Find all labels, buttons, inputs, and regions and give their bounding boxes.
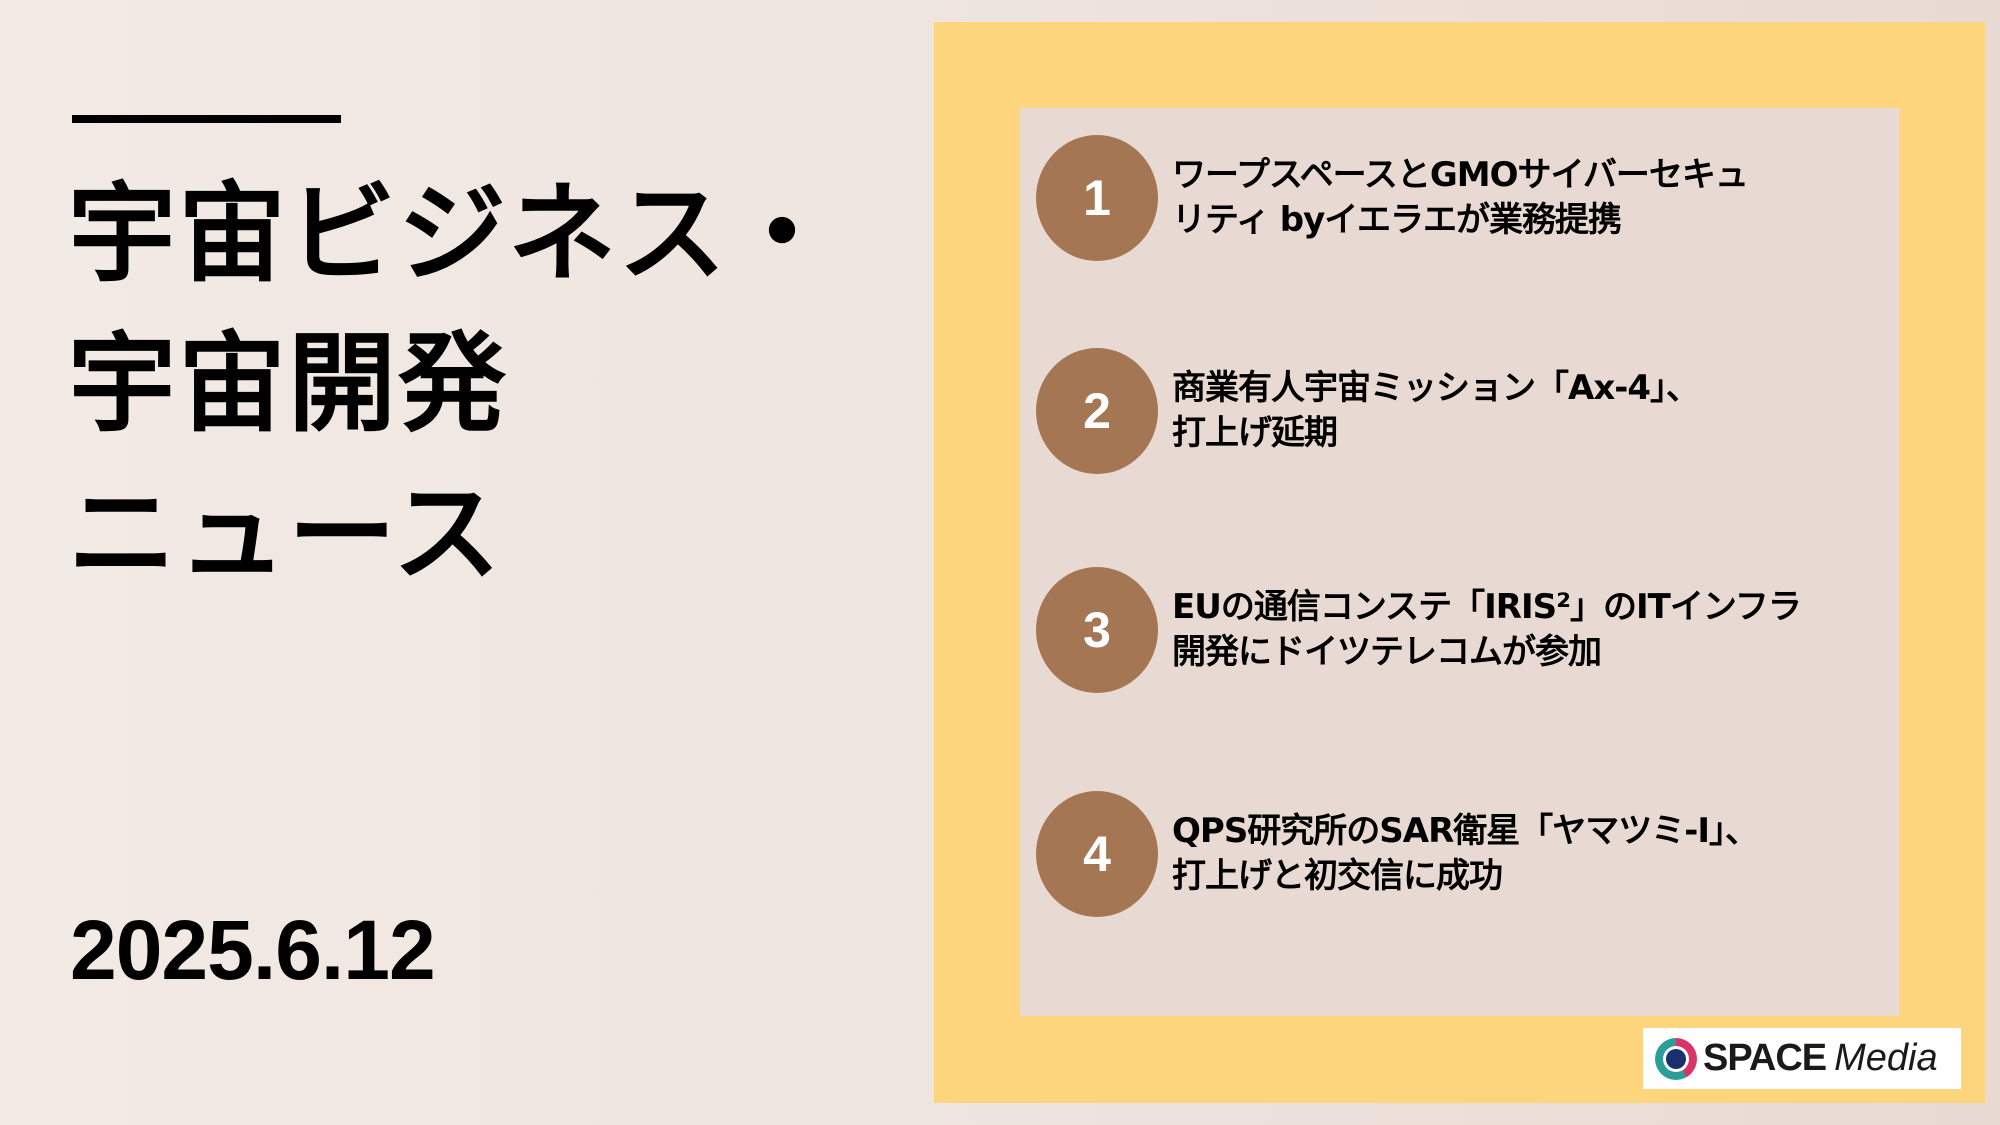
number-badge-4: 4 [1036,791,1158,917]
news-item-1[interactable]: 1 ワープスペースとGMOサイバーセキュ リティ byイエラエが業務提携 [1036,135,1886,261]
news-item-3[interactable]: 3 EUの通信コンステ「IRIS²」のITインフラ 開発にドイツテレコムが参加 [1036,567,1886,693]
issue-date: 2025.6.12 [70,903,436,997]
space-media-ring-icon [1655,1037,1697,1080]
headline-line: リティ byイエラエが業務提携 [1172,200,1622,240]
headline-line: ワープスペースとGMOサイバーセキュ [1172,155,1749,195]
news-headline-4: QPS研究所のSAR衛星「ヤマツミ-Ⅰ」、 打上げと初交信に成功 [1172,809,1759,899]
title-line-1: 宇宙ビジネス・ [68,172,839,297]
headline-line: 開発にドイツテレコムが参加 [1172,632,1602,672]
title-rule [72,115,341,123]
title-line-2: 宇宙開発 [68,322,509,447]
headline-line: 打上げと初交信に成功 [1172,856,1503,896]
news-headline-3: EUの通信コンステ「IRIS²」のITインフラ 開発にドイツテレコムが参加 [1172,585,1802,675]
news-headline-1: ワープスペースとGMOサイバーセキュ リティ byイエラエが業務提携 [1172,153,1749,243]
page-title: 宇宙ビジネス・ 宇宙開発 ニュース [68,160,838,610]
headline-line: EUの通信コンステ「IRIS²」のITインフラ [1172,587,1802,627]
number-badge-3: 3 [1036,567,1158,693]
space-media-logo[interactable]: SPACE Media [1643,1028,1961,1089]
news-item-4[interactable]: 4 QPS研究所のSAR衛星「ヤマツミ-Ⅰ」、 打上げと初交信に成功 [1036,791,1886,917]
number-badge-2: 2 [1036,348,1158,474]
logo-word-media: Media [1834,1037,1938,1079]
news-headline-2: 商業有人宇宙ミッション「Ax-4」、 打上げ延期 [1172,366,1700,456]
logo-word-space: SPACE [1703,1037,1827,1079]
news-item-2[interactable]: 2 商業有人宇宙ミッション「Ax-4」、 打上げ延期 [1036,348,1886,474]
number-badge-1: 1 [1036,135,1158,261]
news-panel [1020,108,1899,1016]
headline-line: 打上げ延期 [1172,413,1338,453]
headline-line: QPS研究所のSAR衛星「ヤマツミ-Ⅰ」、 [1172,811,1759,851]
title-line-3: ニュース [68,472,503,597]
headline-line: 商業有人宇宙ミッション「Ax-4」、 [1172,368,1700,408]
